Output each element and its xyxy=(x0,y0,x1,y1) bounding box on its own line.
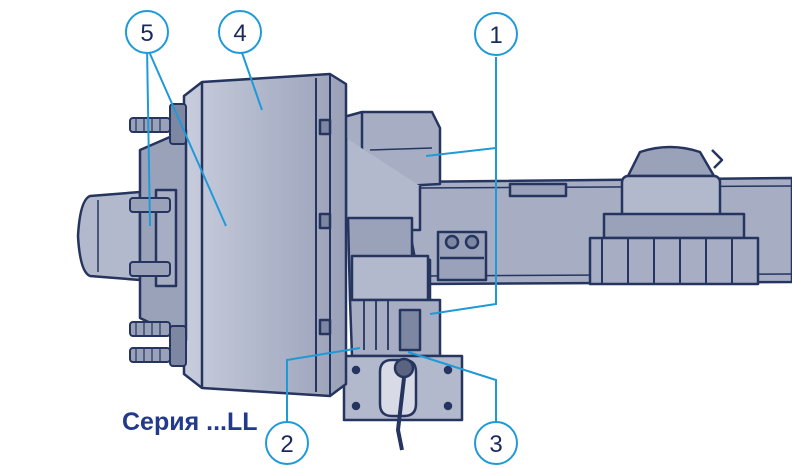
callout-5: 5 xyxy=(125,10,169,54)
callout-1: 1 xyxy=(474,12,518,56)
callout-2-label: 2 xyxy=(280,431,293,458)
series-label: Серия ...LL xyxy=(122,408,258,436)
callout-3-label: 3 xyxy=(489,431,502,458)
brake-chamber-upper xyxy=(338,110,442,232)
brake-drum xyxy=(182,72,348,398)
callout-5-label: 5 xyxy=(140,20,153,47)
callout-2: 2 xyxy=(265,421,309,465)
sensor-plate xyxy=(342,354,464,451)
brake-actuator-lower xyxy=(346,216,442,358)
callout-1-label: 1 xyxy=(489,22,502,49)
air-spring xyxy=(588,145,760,286)
callout-4: 4 xyxy=(218,10,262,54)
wheel-hub xyxy=(76,128,188,342)
callout-3: 3 xyxy=(474,421,518,465)
wheel-studs xyxy=(129,103,187,367)
callout-4-label: 4 xyxy=(233,20,246,47)
leader-lines xyxy=(146,46,497,428)
u-bolt-bracket xyxy=(436,230,488,282)
